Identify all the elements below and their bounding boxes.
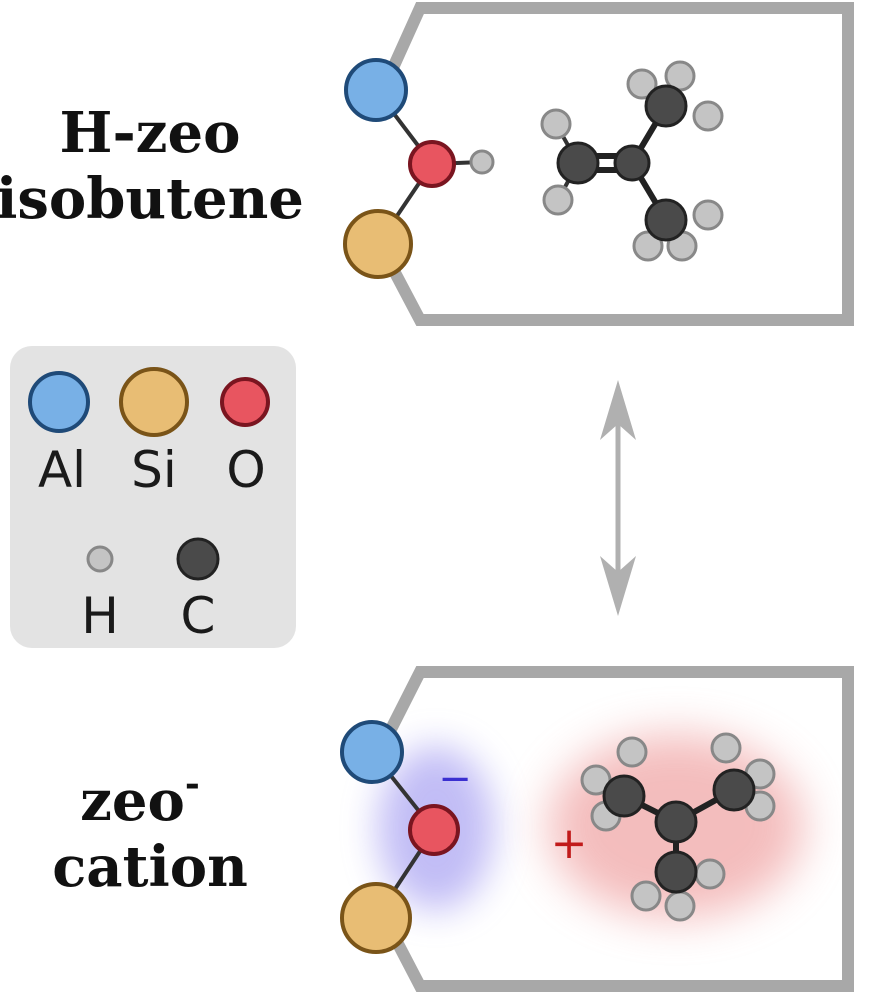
legend-o-label: O	[226, 441, 265, 499]
tert-butyl-cation-molecule	[580, 732, 776, 922]
silicon-atom	[343, 209, 413, 279]
bottom-panel: zeo- cation − +	[52, 666, 854, 992]
bottom-label-superscript: -	[185, 763, 200, 805]
silicon-atom-bottom	[340, 882, 412, 954]
top-pore-outline	[377, 2, 854, 326]
legend-si-swatch	[119, 367, 189, 437]
legend-c-swatch	[176, 537, 220, 581]
bottom-label-line2: cation	[52, 834, 248, 900]
aluminum-atom	[344, 58, 408, 122]
legend-al-label: Al	[38, 441, 86, 499]
legend-h-swatch	[86, 545, 114, 573]
aluminum-atom-bottom	[340, 720, 404, 784]
legend-o-swatch	[220, 377, 270, 427]
legend-al-swatch	[28, 371, 90, 433]
double-headed-arrow-icon	[600, 380, 636, 616]
bottom-pore-outline	[377, 666, 854, 992]
anion-sign: −	[438, 756, 472, 802]
legend-h-label: H	[81, 587, 119, 645]
acidic-hydrogen-atom	[469, 149, 495, 175]
oxygen-atom	[408, 140, 456, 188]
top-panel: H-zeo isobutene	[0, 2, 854, 326]
oxygen-atom-bottom	[408, 804, 460, 856]
legend: Al Si O H C	[10, 346, 296, 648]
isobutene-molecule	[540, 60, 724, 262]
bottom-label-line1: zeo-	[80, 763, 200, 834]
top-label-line2: isobutene	[0, 166, 304, 232]
legend-si-label: Si	[131, 441, 177, 499]
cation-sign: +	[551, 818, 588, 869]
legend-c-label: C	[181, 587, 216, 645]
top-label-line1: H-zeo	[60, 100, 241, 166]
